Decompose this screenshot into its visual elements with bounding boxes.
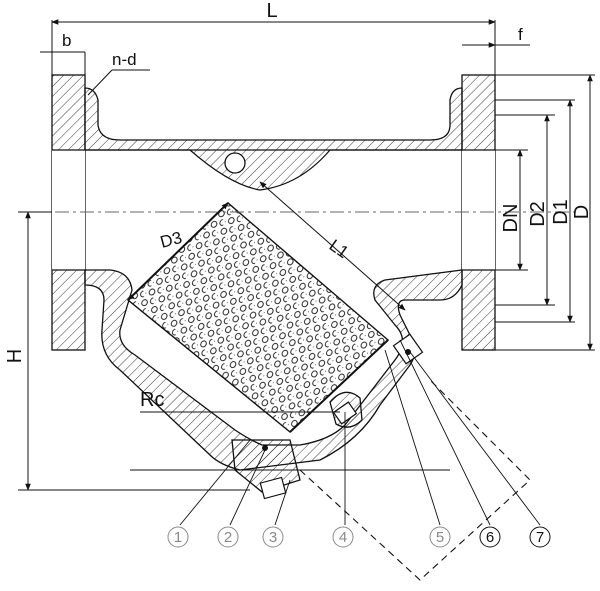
dim-label-D2: D2 xyxy=(527,201,549,227)
callout-1: 1 xyxy=(167,526,189,548)
dim-label-L: L xyxy=(266,0,277,22)
dim-label-Rc: Rc xyxy=(140,389,164,411)
dim-H: H xyxy=(4,211,250,491)
dim-Rc: Rc xyxy=(140,389,340,413)
body-top-wall xyxy=(84,87,463,191)
dim-label-DN: DN xyxy=(500,204,522,233)
dim-label-D: D xyxy=(571,205,593,219)
callout-label: 2 xyxy=(224,529,232,546)
callout-label: 5 xyxy=(436,529,444,546)
dim-right-group xyxy=(462,74,595,351)
dim-label-D1: D1 xyxy=(550,199,572,225)
dim-D3: D3 xyxy=(127,202,229,301)
dim-label-f: f xyxy=(518,25,523,44)
callout-label: 6 xyxy=(486,529,494,546)
callout-6: 6 xyxy=(479,526,501,548)
callout-label: 3 xyxy=(269,529,277,546)
callout-2: 2 xyxy=(217,526,239,548)
dim-n-d: n-d xyxy=(87,50,150,96)
right-flange xyxy=(461,74,496,351)
dim-f: f xyxy=(462,25,530,48)
callout-4: 4 xyxy=(332,526,354,548)
dim-b: b xyxy=(40,31,86,75)
callout-3: 3 xyxy=(262,526,284,548)
callout-7: 7 xyxy=(529,526,551,548)
dim-label-b: b xyxy=(62,31,71,50)
dim-label-n-d: n-d xyxy=(112,50,137,69)
callout-label: 1 xyxy=(174,529,182,546)
callout-5: 5 xyxy=(429,526,451,548)
callout-label: 7 xyxy=(536,529,544,546)
left-flange xyxy=(51,74,86,351)
callout-label: 4 xyxy=(339,529,347,546)
dim-label-H: H xyxy=(4,349,26,363)
callout-leaders xyxy=(179,339,541,526)
dim-label-D3: D3 xyxy=(158,228,184,252)
dim-label-L1: L1 xyxy=(326,236,352,262)
